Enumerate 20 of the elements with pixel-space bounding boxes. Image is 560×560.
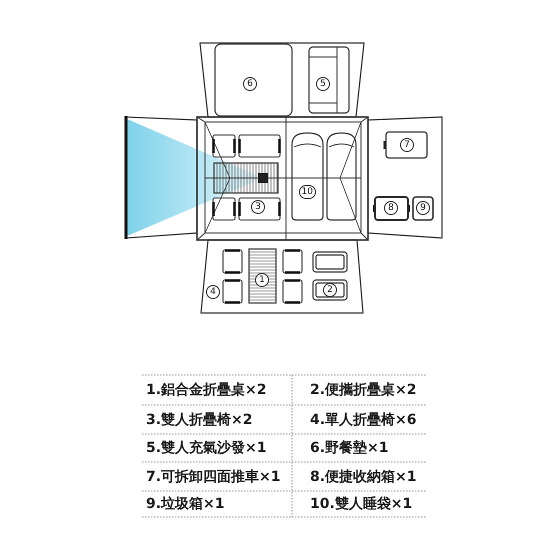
table-cell: 7.可拆卸四面推車×1: [146, 468, 281, 486]
callout-number: 5: [316, 77, 330, 91]
table-cell: 9.垃圾箱×1: [146, 495, 225, 513]
table-cell: 8.便捷收納箱×1: [310, 468, 417, 486]
table-cell: 2.便攜折疊桌×2: [310, 381, 417, 399]
callout-number: 4: [206, 285, 220, 299]
callout-number: 7: [400, 138, 414, 152]
table-cell: 6.野餐墊×1: [310, 439, 389, 457]
callout-number: 8: [384, 201, 398, 215]
table-cell: 1.鋁合金折疊桌×2: [146, 381, 267, 399]
table-cell: 5.雙人充氣沙發×1: [146, 439, 267, 457]
callout-number: 1: [255, 273, 269, 287]
callout-number: 9: [416, 201, 430, 215]
table-cell: 4.單人折疊椅×6: [310, 410, 417, 428]
callout-number: 3: [251, 200, 265, 214]
callout-number: 6: [243, 77, 257, 91]
table-cell: 3.雙人折疊椅×2: [146, 410, 253, 428]
table-cell: 10.雙人睡袋×1: [310, 495, 412, 513]
callout-number: 10: [298, 185, 316, 199]
callout-number: 2: [323, 283, 337, 297]
